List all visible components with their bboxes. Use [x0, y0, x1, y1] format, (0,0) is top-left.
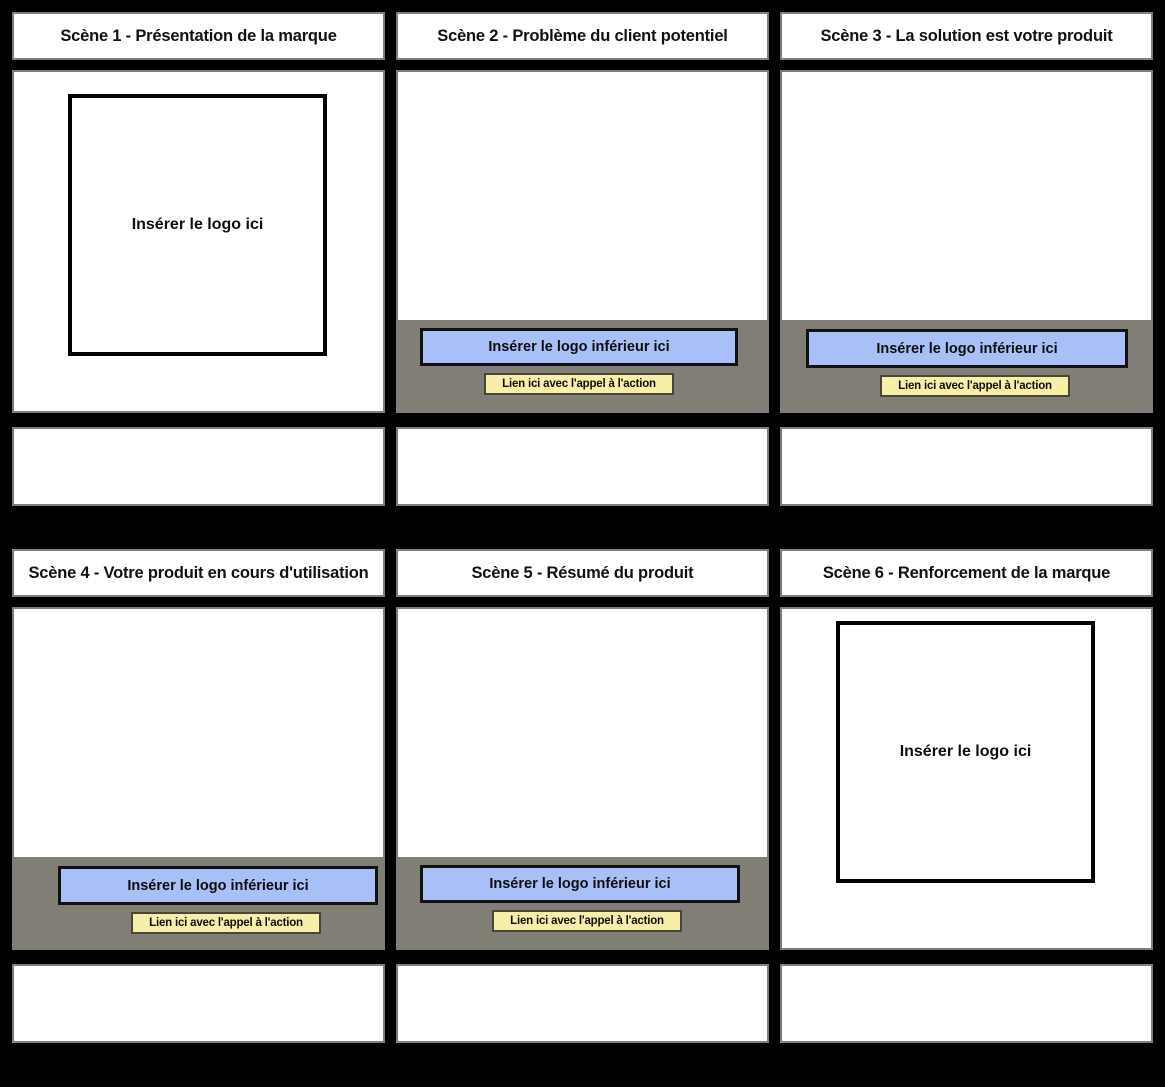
scene-title-4[interactable]: Scène 4 - Votre produit en cours d'utili… — [12, 549, 385, 597]
scene-cell-4[interactable]: Scène 4 - Votre produit en cours d'utili… — [12, 537, 385, 1065]
scene-caption-4[interactable] — [12, 964, 385, 1043]
scene-title-5[interactable]: Scène 5 - Résumé du produit — [396, 549, 769, 597]
scene-panel-2[interactable]: Insérer le logo inférieur ici Lien ici a… — [396, 70, 769, 413]
cta-link-3[interactable]: Lien ici avec l'appel à l'action — [880, 375, 1070, 397]
scene-caption-6[interactable] — [780, 964, 1153, 1043]
storyboard-row-2: Scène 4 - Votre produit en cours d'utili… — [0, 537, 1165, 1065]
logo-placeholder-6[interactable]: Insérer le logo ici — [836, 621, 1095, 883]
scene-cell-5[interactable]: Scène 5 - Résumé du produit Insérer le l… — [396, 537, 769, 1065]
scene-cell-2[interactable]: Scène 2 - Problème du client potentiel I… — [396, 0, 769, 528]
scene-panel-3[interactable]: Insérer le logo inférieur ici Lien ici a… — [780, 70, 1153, 413]
scene-panel-6[interactable]: Insérer le logo ici — [780, 607, 1153, 950]
scene-title-2[interactable]: Scène 2 - Problème du client potentiel — [396, 12, 769, 60]
bottom-logo-placeholder-2[interactable]: Insérer le logo inférieur ici — [420, 328, 738, 366]
cta-link-5[interactable]: Lien ici avec l'appel à l'action — [492, 910, 682, 932]
scene-panel-5[interactable]: Insérer le logo inférieur ici Lien ici a… — [396, 607, 769, 950]
scene-caption-3[interactable] — [780, 427, 1153, 506]
cta-link-4[interactable]: Lien ici avec l'appel à l'action — [131, 912, 321, 934]
footer-strip-4: Insérer le logo inférieur ici Lien ici a… — [14, 857, 383, 948]
scene-title-1[interactable]: Scène 1 - Présentation de la marque — [12, 12, 385, 60]
bottom-logo-placeholder-3[interactable]: Insérer le logo inférieur ici — [806, 329, 1128, 368]
footer-strip-5: Insérer le logo inférieur ici Lien ici a… — [398, 857, 767, 948]
scene-title-6[interactable]: Scène 6 - Renforcement de la marque — [780, 549, 1153, 597]
scene-caption-2[interactable] — [396, 427, 769, 506]
scene-panel-1[interactable]: Insérer le logo ici — [12, 70, 385, 413]
scene-title-3[interactable]: Scène 3 - La solution est votre produit — [780, 12, 1153, 60]
logo-placeholder-1[interactable]: Insérer le logo ici — [68, 94, 327, 356]
scene-cell-1[interactable]: Scène 1 - Présentation de la marque Insé… — [12, 0, 385, 528]
scene-caption-1[interactable] — [12, 427, 385, 506]
cta-link-2[interactable]: Lien ici avec l'appel à l'action — [484, 373, 674, 395]
bottom-logo-placeholder-5[interactable]: Insérer le logo inférieur ici — [420, 865, 740, 903]
footer-strip-3: Insérer le logo inférieur ici Lien ici a… — [782, 320, 1151, 411]
scene-cell-3[interactable]: Scène 3 - La solution est votre produit … — [780, 0, 1153, 528]
footer-strip-2: Insérer le logo inférieur ici Lien ici a… — [398, 320, 767, 411]
scene-caption-5[interactable] — [396, 964, 769, 1043]
bottom-logo-placeholder-4[interactable]: Insérer le logo inférieur ici — [58, 866, 378, 905]
scene-cell-6[interactable]: Scène 6 - Renforcement de la marque Insé… — [780, 537, 1153, 1065]
storyboard-row-1: Scène 1 - Présentation de la marque Insé… — [0, 0, 1165, 528]
scene-panel-4[interactable]: Insérer le logo inférieur ici Lien ici a… — [12, 607, 385, 950]
